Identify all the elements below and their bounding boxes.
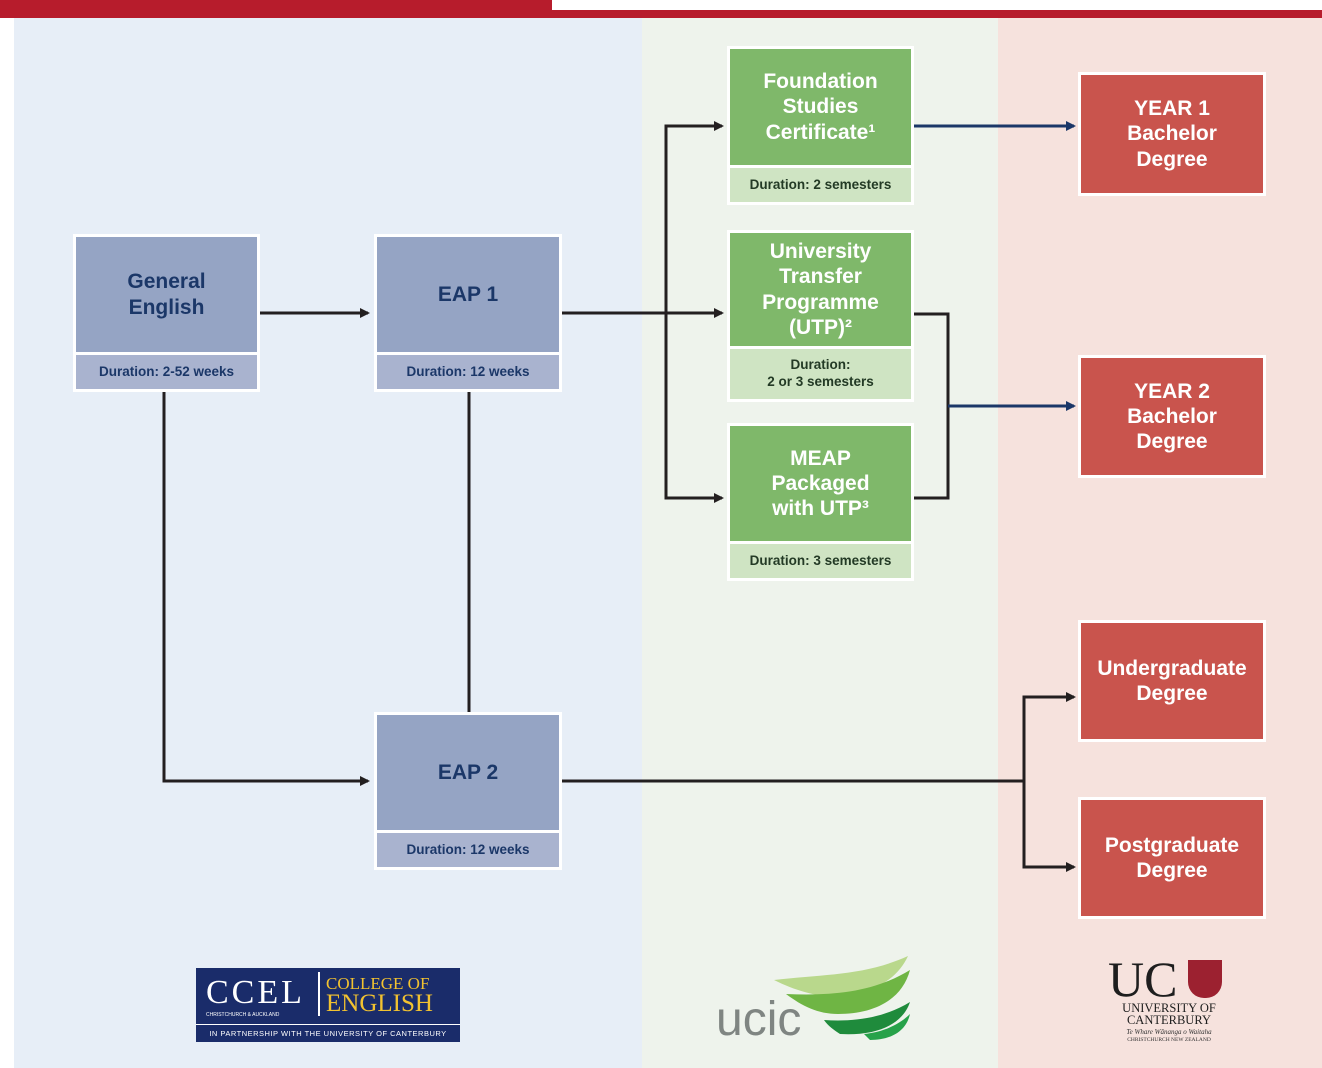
ccel-logo-partnership: IN PARTNERSHIP WITH THE UNIVERSITY OF CA… [196, 1024, 460, 1043]
header-banner [0, 0, 1322, 18]
utp-box: University Transfer Programme (UTP)² Dur… [727, 230, 914, 402]
utp-title: University Transfer Programme (UTP)² [730, 233, 911, 346]
general-english-duration: Duration: 2-52 weeks [76, 352, 257, 389]
eap2-box: EAP 2 Duration: 12 weeks [374, 712, 562, 870]
ccel-logo-letters: CCEL [206, 974, 305, 1011]
ccel-logo-english: ENGLISH [326, 990, 433, 1017]
connector-to-postgrad [1022, 781, 1076, 872]
meap-title: MEAP Packaged with UTP³ [730, 426, 911, 541]
ccel-logo-college-of: COLLEGE OF [326, 974, 430, 993]
foundation-studies-title: Foundation Studies Certificate¹ [730, 49, 911, 165]
uc-crest-icon [1188, 960, 1222, 998]
uc-logo-name-line2: CANTERBURY [1126, 1013, 1212, 1027]
general-english-title: General English [76, 237, 257, 352]
general-english-box: General English Duration: 2-52 weeks [73, 234, 260, 392]
undergraduate-degree-label: Degree [1136, 682, 1208, 705]
year2-bachelor-label: Bachelor [1127, 404, 1217, 428]
uc-logo-letters: UC [1108, 951, 1178, 1007]
eap1-box: EAP 1 Duration: 12 weeks [374, 234, 562, 392]
eap1-title: EAP 1 [377, 237, 559, 352]
ucic-logo: ucic [714, 948, 914, 1046]
uc-logo-motto: Te Whare Wānanga o Waitaha [1126, 1028, 1212, 1036]
year1-degree-label: Degree [1136, 147, 1208, 171]
eap2-duration: Duration: 12 weeks [377, 830, 559, 867]
uc-logo-name-line1: UNIVERSITY OF [1122, 1001, 1216, 1015]
postgraduate-label: Postgraduate [1104, 833, 1240, 857]
undergraduate-degree-box: Undergraduate Degree [1078, 620, 1266, 742]
uc-logo: UC UNIVERSITY OF CANTERBURY Te Whare Wān… [1104, 954, 1234, 1050]
year1-bachelor-box: YEAR 1 Bachelor Degree [1078, 72, 1266, 196]
eap1-duration: Duration: 12 weeks [377, 352, 559, 389]
year2-label: YEAR 2 [1134, 379, 1210, 403]
ccel-logo-divider [318, 972, 320, 1016]
year1-label: YEAR 1 [1134, 97, 1210, 121]
meap-duration: Duration: 3 semesters [730, 541, 911, 578]
year2-bachelor-box: YEAR 2 Bachelor Degree [1078, 355, 1266, 478]
utp-duration-value: 2 or 3 semesters [767, 374, 874, 389]
year2-degree-label: Degree [1136, 430, 1208, 454]
year1-bachelor-label: Bachelor [1127, 122, 1217, 146]
connector-to-meap [664, 313, 724, 503]
connector-ge-to-eap2 [162, 392, 370, 786]
connector-to-foundation [664, 121, 724, 313]
connector-utp-merge [914, 312, 950, 500]
ccel-logo: CCEL CHRISTCHURCH & AUCKLAND COLLEGE OF … [196, 968, 460, 1042]
utp-duration: Duration: 2 or 3 semesters [730, 346, 911, 399]
eap2-title: EAP 2 [377, 715, 559, 830]
ccel-panel [14, 18, 642, 1068]
ucic-logo-text: ucic [716, 993, 802, 1046]
header-white-cut [552, 0, 1322, 10]
ccel-logo-subtitle: CHRISTCHURCH & AUCKLAND [206, 1012, 280, 1018]
utp-duration-label: Duration: [790, 357, 851, 373]
foundation-studies-duration: Duration: 2 semesters [730, 165, 911, 202]
meap-box: MEAP Packaged with UTP³ Duration: 3 seme… [727, 423, 914, 581]
foundation-studies-box: Foundation Studies Certificate¹ Duration… [727, 46, 914, 205]
postgraduate-degree-box: Postgraduate Degree [1078, 797, 1266, 919]
connector-to-undergrad [1022, 692, 1076, 781]
postgraduate-degree-label: Degree [1136, 859, 1208, 882]
undergraduate-label: Undergraduate [1097, 656, 1247, 680]
uc-logo-location: CHRISTCHURCH NEW ZEALAND [1127, 1037, 1211, 1043]
ucic-swoosh-icon [774, 956, 910, 1040]
